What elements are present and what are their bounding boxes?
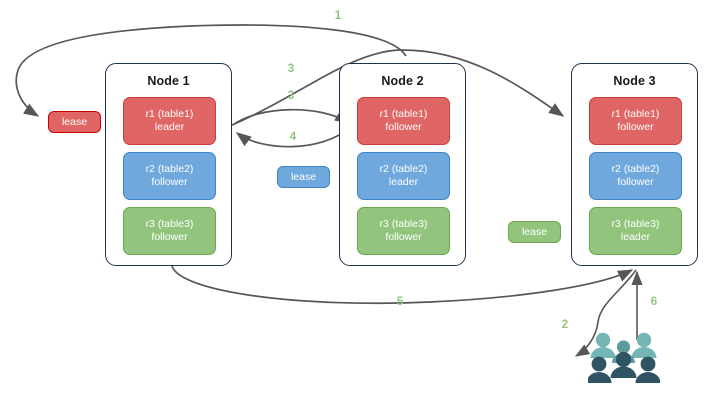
- node-box-node-3[interactable]: Node 3 r1 (table1) follower r2 (table2) …: [571, 63, 698, 266]
- replica-range: r3 (table3): [611, 218, 660, 230]
- replica-range: r2 (table2): [379, 163, 428, 175]
- replica-range: r3 (table3): [379, 218, 428, 230]
- node-title: Node 3: [613, 74, 656, 88]
- node-title: Node 2: [381, 74, 424, 88]
- replica-role: leader: [388, 176, 419, 188]
- node-box-node-2[interactable]: Node 2 r1 (table1) follower r2 (table2) …: [339, 63, 466, 266]
- replica-n1-r1[interactable]: r1 (table1) leader: [123, 97, 216, 145]
- replica-range: r3 (table3): [145, 218, 194, 230]
- lease-badge-table1[interactable]: lease: [48, 111, 101, 133]
- replica-role: follower: [151, 231, 188, 243]
- replica-role: follower: [385, 231, 422, 243]
- step-label-6: 2: [561, 319, 569, 331]
- replica-n2-r2[interactable]: r2 (table2) leader: [357, 152, 450, 200]
- replica-n1-r2[interactable]: r2 (table2) follower: [123, 152, 216, 200]
- step-label-2: 1: [334, 10, 342, 22]
- step-label-4: 4: [289, 131, 297, 143]
- lease-label: lease: [61, 116, 88, 128]
- replica-role: leader: [154, 121, 185, 133]
- replica-range: r2 (table2): [611, 163, 660, 175]
- node-box-node-1[interactable]: Node 1 r1 (table1) leader r2 (table2) fo…: [105, 63, 232, 266]
- edge-step-3-to-node2: [232, 108, 351, 126]
- lease-label: lease: [521, 226, 548, 238]
- node-title: Node 1: [147, 74, 190, 88]
- replica-n3-r2[interactable]: r2 (table2) follower: [589, 152, 682, 200]
- replica-range: r1 (table1): [145, 108, 194, 120]
- replica-role: follower: [617, 121, 654, 133]
- replica-range: r1 (table1): [611, 108, 660, 120]
- replica-range: r2 (table2): [145, 163, 194, 175]
- replica-range: r1 (table1): [379, 108, 428, 120]
- step-label-3-a: 3: [287, 63, 295, 75]
- replica-n3-r1[interactable]: r1 (table1) follower: [589, 97, 682, 145]
- replica-role: follower: [385, 121, 422, 133]
- users-group-icon: [588, 332, 660, 383]
- step-label-3-b: 3: [287, 90, 295, 102]
- replica-role: leader: [620, 231, 651, 243]
- replica-role: follower: [617, 176, 654, 188]
- replica-n3-r3[interactable]: r3 (table3) leader: [589, 207, 682, 255]
- replica-n2-r3[interactable]: r3 (table3) follower: [357, 207, 450, 255]
- replica-n1-r3[interactable]: r3 (table3) follower: [123, 207, 216, 255]
- replica-role: follower: [151, 176, 188, 188]
- lease-label: lease: [290, 171, 317, 183]
- step-label-5: 5: [396, 296, 404, 308]
- replica-n2-r1[interactable]: r1 (table1) follower: [357, 97, 450, 145]
- lease-badge-table3[interactable]: lease: [508, 221, 561, 243]
- step-label-1: 6: [650, 296, 658, 308]
- lease-badge-table2[interactable]: lease: [277, 166, 330, 188]
